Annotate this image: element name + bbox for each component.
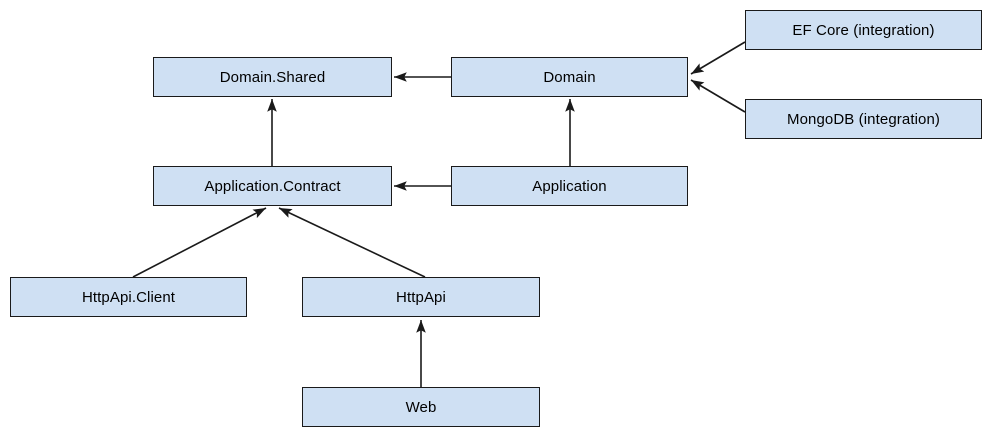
node-label-mongodb: MongoDB (integration) bbox=[786, 110, 940, 128]
node-label-application: Application bbox=[532, 177, 607, 195]
node-label-application-contract: Application.Contract bbox=[204, 177, 341, 195]
node-label-web: Web bbox=[405, 398, 437, 416]
node-httpapi-client[interactable]: HttpApi.Client bbox=[10, 277, 247, 317]
node-web[interactable]: Web bbox=[302, 387, 540, 427]
node-domain-shared[interactable]: Domain.Shared bbox=[153, 57, 392, 97]
node-label-ef-core: EF Core (integration) bbox=[792, 21, 935, 39]
node-ef-core[interactable]: EF Core (integration) bbox=[745, 10, 982, 50]
node-mongodb[interactable]: MongoDB (integration) bbox=[745, 99, 982, 139]
edge-httpapi-client-to-application-contract bbox=[132, 207, 267, 278]
edge-mongodb-to-domain bbox=[690, 79, 746, 113]
node-label-httpapi: HttpApi bbox=[396, 288, 446, 306]
edge-httpapi-to-application-contract bbox=[278, 207, 426, 278]
node-application[interactable]: Application bbox=[451, 166, 688, 206]
node-label-httpapi-client: HttpApi.Client bbox=[81, 288, 176, 306]
node-domain[interactable]: Domain bbox=[451, 57, 688, 97]
node-label-domain-shared: Domain.Shared bbox=[219, 68, 326, 86]
node-application-contract[interactable]: Application.Contract bbox=[153, 166, 392, 206]
edge-ef-core-to-domain bbox=[690, 41, 746, 75]
node-label-domain: Domain bbox=[543, 68, 596, 86]
edges-group bbox=[132, 41, 746, 387]
node-httpapi[interactable]: HttpApi bbox=[302, 277, 540, 317]
